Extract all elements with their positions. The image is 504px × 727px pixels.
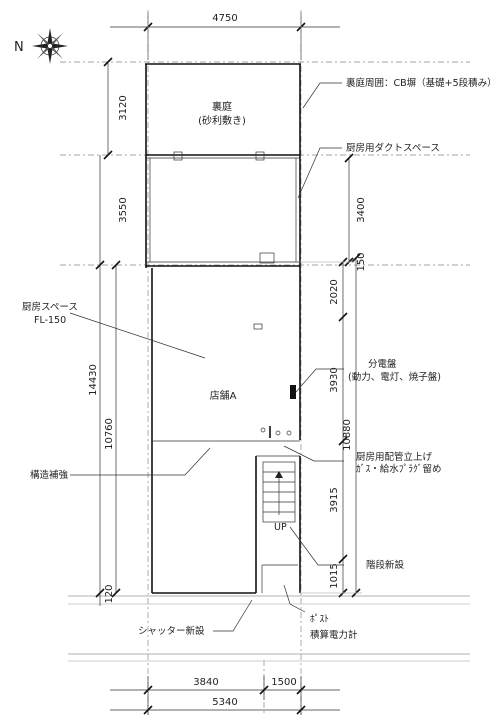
dim-right-c-text: 3915 (329, 487, 340, 512)
courtyard-walls (145, 63, 301, 155)
dim-right-small-text: 150 (356, 252, 367, 271)
dim-bottom-left-text: 3840 (193, 677, 218, 688)
label-kitchen-duct: 厨房用ダクトスペース (346, 142, 440, 154)
label-kitchen-space: 厨房スペース (22, 301, 78, 313)
piping-riser-icon (260, 426, 292, 438)
label-distribution-board: 分電盤 (368, 358, 397, 370)
label-electric-meter: 積算電力計 (310, 629, 358, 641)
dim-bottom-chain (110, 676, 340, 715)
store-walls (151, 268, 301, 594)
label-kitchen-piping-1: 厨房用配管立上げ (356, 451, 433, 463)
courtyard-name: 裏庭 (212, 100, 232, 113)
dim-left-courtyard-text: 3120 (118, 95, 129, 120)
north-label: N (14, 40, 24, 55)
stairs-up-label: UP (274, 522, 287, 533)
kitchen-upper-walls (145, 151, 301, 268)
label-kitchen-piping-2: ｶﾞｽ・給水ﾌﾟﾗｸﾞ留め (356, 463, 442, 475)
label-mailbox: ﾎﾟｽﾄ (310, 614, 329, 625)
leader-lines (69, 82, 344, 632)
label-new-stairs: 階段新設 (366, 559, 405, 571)
street-lines (68, 595, 470, 662)
dim-right-a-text: 2020 (329, 279, 340, 304)
dim-right-d-text: 1015 (329, 563, 340, 588)
label-structural-reinforcement: 構造補強 (30, 469, 69, 481)
store-name: 店舗A (210, 389, 237, 402)
dim-right-total-text: 10880 (342, 419, 353, 451)
dim-top-width-text: 4750 (212, 13, 237, 24)
dim-right-b-text: 3930 (329, 367, 340, 392)
dim-right-upper-text: 3400 (356, 197, 367, 222)
courtyard-note: (砂利敷き) (198, 114, 246, 127)
label-kitchen-floor-level: FL-150 (34, 315, 66, 326)
compass-rose-icon (32, 28, 68, 64)
dim-left-bottom-text: 120 (104, 584, 115, 603)
stairs (262, 461, 296, 523)
dim-left-chain (95, 57, 121, 606)
dim-right-chain (300, 153, 362, 598)
label-distribution-detail: (動力、電灯、焼子盤) (348, 371, 441, 383)
dim-bottom-total-text: 5340 (212, 697, 237, 708)
label-new-shutter: シャッター新設 (138, 625, 205, 637)
dim-left-kitchen-text: 3550 (118, 197, 129, 222)
dim-bottom-right-text: 1500 (271, 677, 296, 688)
dim-left-total-text: 14430 (88, 364, 99, 396)
label-courtyard-fence: 裏庭周囲：CB塀（基礎+5段積み） (346, 77, 497, 89)
dim-left-lower-text: 10760 (104, 418, 115, 450)
